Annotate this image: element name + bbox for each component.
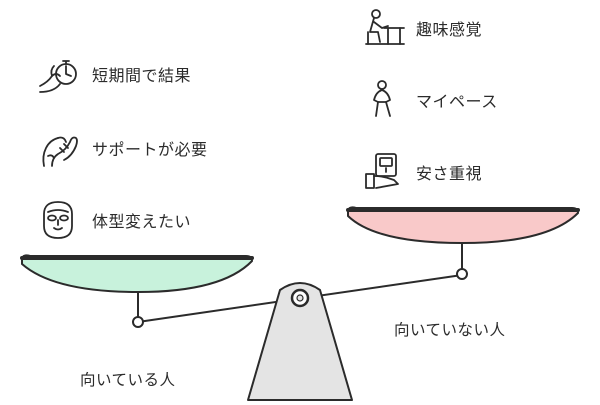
left-pan xyxy=(21,254,253,293)
walking-person-icon xyxy=(373,80,391,117)
left-side-caption: 向いている人 xyxy=(80,371,176,389)
left-pivot-ring xyxy=(132,316,144,328)
left-item-short-term-results: 短期間で結果 xyxy=(36,52,191,96)
face-mask-icon xyxy=(43,201,73,239)
right-item-label: 安さ重視 xyxy=(416,164,483,183)
right-item-hobby: 趣味感覚 xyxy=(360,6,482,50)
right-item-cheap: 安さ重視 xyxy=(360,150,482,194)
right-item-label: マイペース xyxy=(416,92,498,111)
right-side-caption: 向いていない人 xyxy=(394,321,506,339)
stopwatch-hand-icon xyxy=(39,60,77,93)
left-item-change-body: 体型変えたい xyxy=(36,198,191,242)
person-at-desk-icon xyxy=(365,9,405,45)
left-item-label: 短期間で結果 xyxy=(92,66,192,85)
left-item-label: 体型変えたい xyxy=(92,212,192,231)
right-item-own-pace: マイペース xyxy=(360,78,498,122)
left-item-label: サポートが必要 xyxy=(92,140,208,159)
right-item-label: 趣味感覚 xyxy=(416,20,483,39)
right-pivot-ring xyxy=(456,268,468,280)
left-item-needs-support: サポートが必要 xyxy=(36,126,208,170)
safe-box-icon xyxy=(365,153,399,189)
right-pan xyxy=(347,206,579,244)
fulcrum xyxy=(247,282,353,401)
supporting-hands-icon xyxy=(42,136,78,167)
